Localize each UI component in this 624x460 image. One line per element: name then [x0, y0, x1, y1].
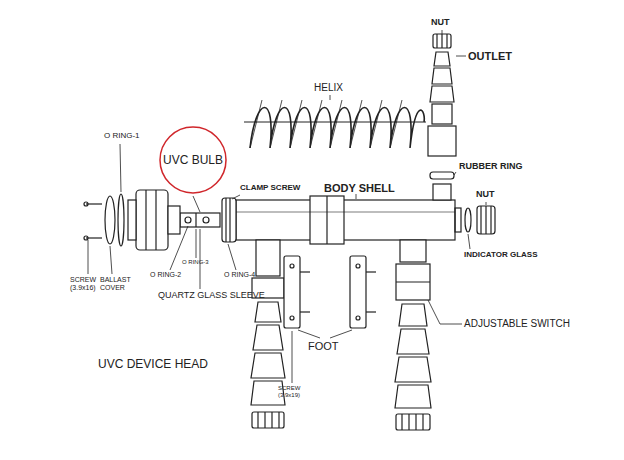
part-label: BALLAST COVER	[100, 276, 136, 291]
part-label: O RING-1	[104, 132, 140, 141]
part-label: FOOT	[308, 340, 339, 352]
part-label: BODY SHELL	[324, 182, 395, 194]
callout-circle: UVC BULB	[159, 126, 227, 194]
part-label: INDICATOR GLASS	[464, 251, 537, 260]
part-label: HELIX	[314, 82, 343, 93]
part-label: QUARTZ GLASS SLEEVE	[158, 291, 265, 301]
text-holder: UVC BULB	[159, 126, 227, 194]
part-label: SCREW (3.9x19)	[278, 385, 310, 398]
part-label: NUT	[476, 190, 495, 200]
part-label: CLAMP SCREW	[240, 184, 300, 193]
part-label: O RING-3	[182, 259, 209, 266]
part-label: OUTLET	[468, 50, 512, 62]
part-label: RUBBER RING	[459, 162, 523, 172]
part-label: O RING-2	[150, 271, 181, 279]
part-label: UVC DEVICE HEAD	[98, 358, 208, 371]
part-label: ADJUSTABLE SWITCH	[464, 318, 570, 329]
part-label: NUT	[431, 18, 450, 28]
part-label: O RING-4	[224, 271, 255, 279]
part-name: UVC BULB	[163, 153, 223, 167]
